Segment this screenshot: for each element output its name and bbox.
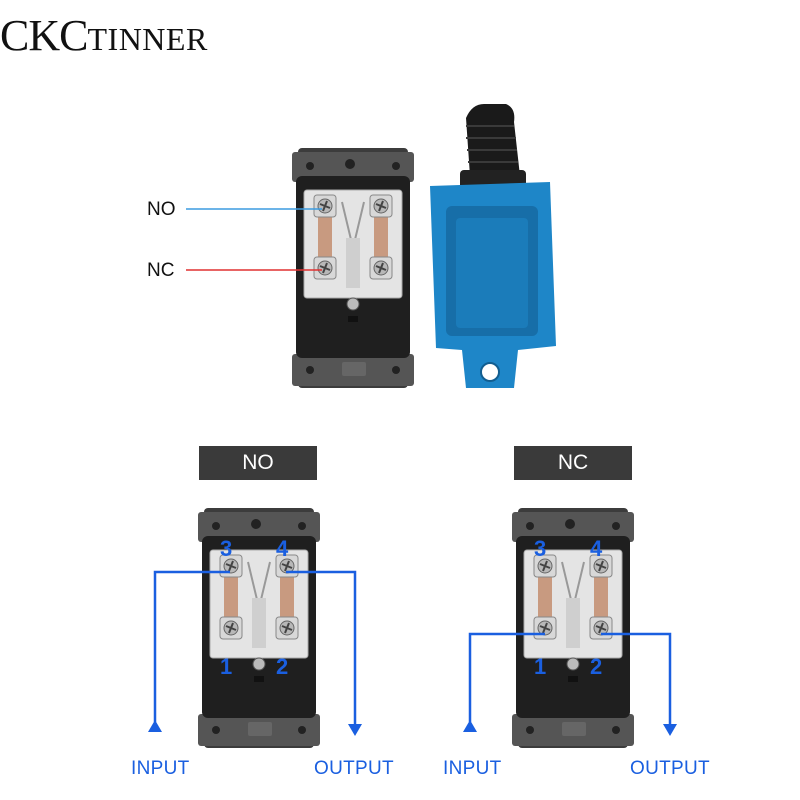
top-label-no: NO — [147, 199, 176, 220]
nc-input-label: INPUT — [443, 758, 502, 779]
brand-logo: CKCTINNER — [0, 14, 208, 58]
no-terminal-2: 2 — [276, 654, 289, 679]
nc-terminal-2: 2 — [590, 654, 603, 679]
nc-terminal-3: 3 — [534, 536, 547, 561]
nc-output-arrow — [663, 724, 677, 736]
nc-diagram-title: NC — [514, 446, 632, 480]
no-input-arrow — [148, 720, 162, 732]
top-switch — [292, 148, 414, 388]
nc-output-wire — [601, 632, 672, 724]
no-output-arrow — [348, 724, 362, 736]
brand-suffix: TINNER — [87, 21, 208, 57]
no-input-label: INPUT — [131, 758, 190, 779]
no-terminal-4: 4 — [276, 536, 289, 561]
nc-input-wire — [468, 632, 545, 722]
no-diagram-title: NO — [199, 446, 317, 480]
brand-prefix: CKC — [0, 11, 88, 60]
no-output-label: OUTPUT — [314, 758, 394, 779]
top-label-nc: NC — [147, 260, 175, 281]
no-output-wire — [286, 570, 357, 724]
no-terminal-1: 1 — [220, 654, 233, 679]
nc-switch — [512, 508, 634, 748]
nc-output-label: OUTPUT — [630, 758, 710, 779]
no-terminal-3: 3 — [220, 536, 233, 561]
nc-terminal-4: 4 — [590, 536, 603, 561]
nc-input-arrow — [463, 720, 477, 732]
nc-terminal-1: 1 — [534, 654, 547, 679]
blue-cover — [430, 104, 556, 388]
no-switch — [198, 508, 320, 748]
no-input-wire — [153, 570, 230, 722]
